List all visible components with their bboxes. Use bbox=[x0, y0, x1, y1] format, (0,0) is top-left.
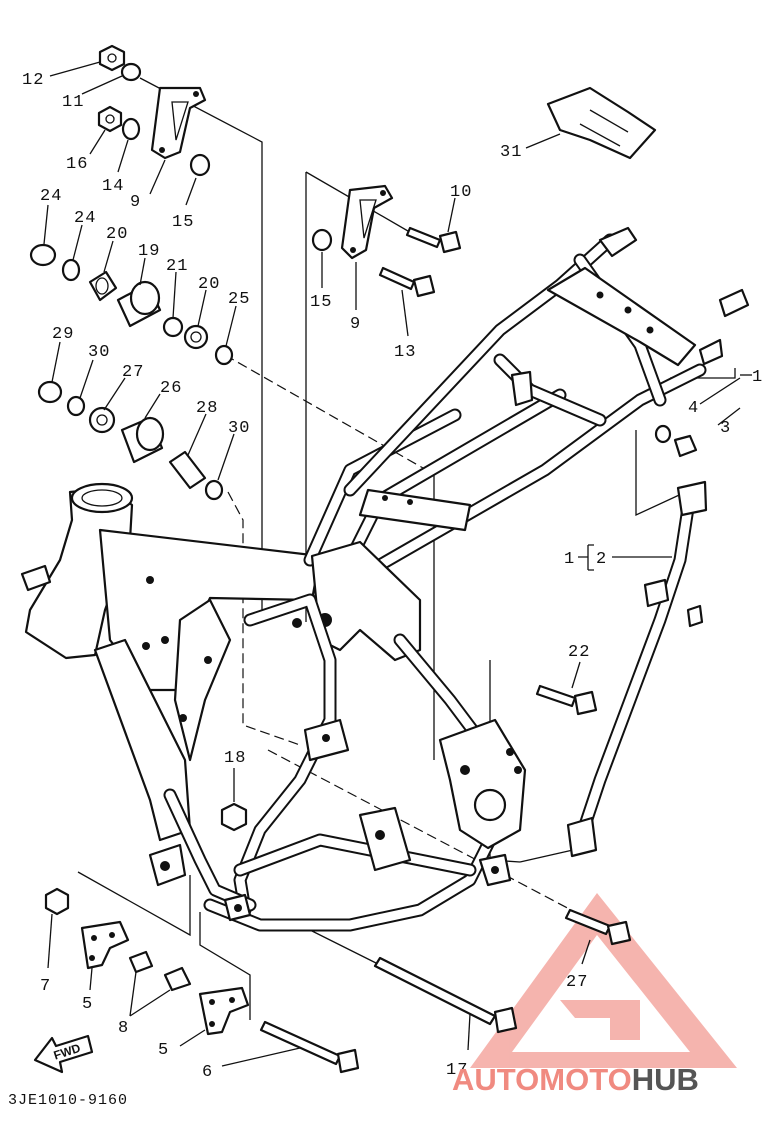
part-code: 3JE1010-9160 bbox=[8, 1092, 128, 1109]
washer-24-lower bbox=[214, 344, 234, 366]
callout-31: 31 bbox=[500, 143, 522, 162]
callout-16: 16 bbox=[66, 155, 88, 174]
watermark-text-moto: MOTO bbox=[539, 1062, 631, 1097]
nut-29 bbox=[37, 380, 63, 404]
spacer-21 bbox=[162, 316, 184, 338]
callout-15-left: 15 bbox=[172, 213, 194, 232]
right-down-tube bbox=[173, 598, 232, 762]
callout-10: 10 bbox=[450, 183, 472, 202]
bolt-8-upper bbox=[128, 950, 154, 974]
callout-24-lower: 25 bbox=[228, 290, 250, 309]
bolt-22 bbox=[535, 684, 577, 708]
callout-28: 27 bbox=[566, 973, 588, 992]
callout-8: 8 bbox=[118, 1019, 129, 1038]
callout-20-upper: 20 bbox=[106, 225, 128, 244]
collar-26 bbox=[88, 406, 116, 434]
engine-bracket-5-right bbox=[198, 986, 250, 1036]
callout-12: 12 bbox=[22, 71, 44, 90]
main-frame bbox=[20, 226, 750, 932]
callout-29: 29 bbox=[52, 325, 74, 344]
hardware-right bbox=[220, 424, 698, 1034]
callout-9-left: 9 bbox=[130, 193, 141, 212]
callout-3: 3 bbox=[720, 419, 731, 438]
callout-17: 17 bbox=[446, 1061, 468, 1080]
nut-16 bbox=[97, 105, 123, 133]
callout-15-right: 15 bbox=[310, 293, 332, 312]
seat-cushion-part-31 bbox=[546, 86, 657, 160]
watermark-g-mark-icon bbox=[560, 1000, 640, 1040]
callout-26: 27 bbox=[122, 363, 144, 382]
callout-6: 6 bbox=[202, 1063, 213, 1082]
callout-23: 24 bbox=[40, 187, 62, 206]
bolt-6 bbox=[259, 1020, 342, 1066]
callout-14: 14 bbox=[102, 177, 124, 196]
washer-15-right bbox=[311, 228, 333, 252]
hardware-upper-left bbox=[29, 44, 234, 501]
watermark-logo bbox=[470, 893, 737, 1068]
callout-25: 26 bbox=[160, 379, 182, 398]
cross-member bbox=[358, 488, 472, 532]
washer-30-upper bbox=[66, 395, 86, 417]
callout-9-right: 9 bbox=[350, 315, 361, 334]
callout-1-lower: 1 bbox=[564, 550, 575, 569]
collar-20-lower bbox=[183, 324, 209, 350]
watermark-text-hub: HUB bbox=[632, 1062, 699, 1097]
callout-5-right: 5 bbox=[158, 1041, 169, 1060]
watermark-text: AUTOMOTOHUB bbox=[452, 1062, 699, 1097]
callout-22: 22 bbox=[568, 643, 590, 662]
callout-30-lower: 30 bbox=[228, 419, 250, 438]
callout-19: 19 bbox=[138, 242, 160, 261]
callout-7: 7 bbox=[40, 977, 51, 996]
rear-seat-bracket bbox=[546, 266, 697, 367]
bolt-8-lower bbox=[163, 966, 192, 992]
washer-14 bbox=[121, 117, 141, 141]
callout-labels: 12 11 16 14 9 15 24 24 20 19 21 20 25 29… bbox=[22, 61, 763, 1082]
callout-13: 13 bbox=[394, 343, 416, 362]
callout-4: 4 bbox=[688, 399, 699, 418]
nut-18 bbox=[220, 802, 248, 832]
swingarm-pivot-plate bbox=[438, 718, 527, 850]
nut-12 bbox=[98, 44, 126, 72]
nut-23 bbox=[29, 243, 57, 267]
washer-24-upper bbox=[61, 258, 81, 282]
callout-11: 11 bbox=[62, 93, 84, 112]
nut-7 bbox=[44, 887, 70, 916]
hardware-lower-left bbox=[44, 887, 360, 1074]
watermark-text-auto: AUTO bbox=[452, 1062, 539, 1097]
bolt-10 bbox=[405, 226, 442, 249]
engine-bracket-9-left bbox=[150, 86, 207, 160]
callout-2: 2 bbox=[596, 550, 607, 569]
washer-4 bbox=[654, 424, 672, 444]
spacer-27 bbox=[168, 450, 207, 490]
washer-11 bbox=[120, 62, 142, 82]
pivot-bolt-17 bbox=[373, 956, 497, 1026]
bolt-3 bbox=[673, 434, 698, 458]
callout-18: 18 bbox=[224, 749, 246, 768]
callout-30-upper: 30 bbox=[88, 343, 110, 362]
bolt-13 bbox=[378, 266, 416, 291]
callout-24-upper: 24 bbox=[74, 209, 96, 228]
callout-1-upper: 1 bbox=[752, 368, 763, 387]
watermark-triangle-icon bbox=[470, 893, 737, 1068]
fwd-arrow-icon: FWD bbox=[33, 1034, 94, 1074]
washer-30-lower bbox=[204, 479, 224, 501]
hardware-upper-right bbox=[311, 86, 657, 298]
callout-21: 21 bbox=[166, 257, 188, 276]
callout-27: 28 bbox=[196, 399, 218, 418]
bolt-28 bbox=[564, 908, 612, 936]
collar-20-upper bbox=[88, 270, 118, 302]
engine-bracket-9-right bbox=[340, 184, 394, 260]
washer-15-left bbox=[189, 153, 211, 177]
callout-20-lower: 20 bbox=[198, 275, 220, 294]
rear-frame-part-2 bbox=[566, 480, 708, 858]
callout-5-left: 5 bbox=[82, 995, 93, 1014]
engine-bracket-5-left bbox=[80, 920, 130, 970]
